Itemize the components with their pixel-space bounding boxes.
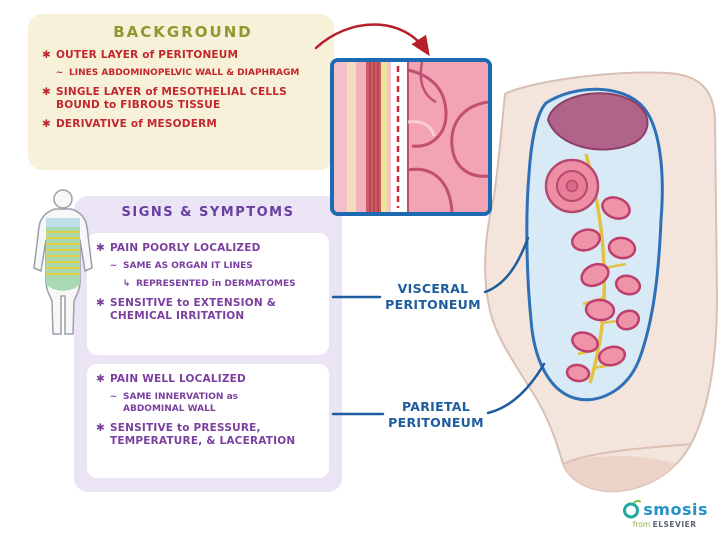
osmosis-logo: smosis from ELSEVIER [621,499,708,529]
tagline-elsevier: ELSEVIER [652,520,697,529]
tilde-bullet: ~ [109,261,118,272]
item-text: LINES ABDOMINOPELVIC WALL & DIAPHRAGM [69,68,300,79]
fat-layer [347,62,356,212]
tilde-bullet: ~ [55,68,64,79]
dermatome-body-figure [33,189,93,335]
background-title: BACKGROUND [113,23,253,41]
parietal-subitem-innervation: ~ SAME INNERVATION as ABDOMINAL WALL [109,392,321,415]
item-text: SENSITIVE to PRESSURE, [110,421,261,434]
tagline-from: from [632,520,651,529]
intestine-closeup [407,62,488,212]
visceral-peritoneum-label: VISCERAL PERITONEUM [381,281,485,312]
asterisk-bullet: ✱ [96,296,105,309]
item-text: REPRESENTED in DERMATOMES [136,278,296,289]
osmosis-o-icon [623,499,642,519]
fascia-layer [356,62,366,212]
item-text: CHEMICAL IRRITATION [110,309,245,322]
parietal-item-sensitive: ✱ SENSITIVE to PRESSURE, TEMPERATURE, & … [96,422,321,448]
upper-organ [546,92,649,151]
visceral-symptoms-box: ✱ PAIN POORLY LOCALIZED ~ SAME AS ORGAN … [87,233,329,355]
item-text: PAIN WELL LOCALIZED [110,373,246,385]
visceral-item-pain: ✱ PAIN POORLY LOCALIZED [96,242,321,255]
asterisk-bullet: ✱ [42,49,51,61]
signs-symptoms-title: SIGNS & SYMPTOMS [121,205,295,220]
label-line: PERITONEUM [388,414,484,430]
logo-wordmark: smosis [643,499,708,519]
asterisk-bullet: ✱ [42,118,51,131]
item-text: OUTER LAYER of PERITONEUM [56,49,239,61]
visceral-subitem-dermatomes: ↳ REPRESENTED in DERMATOMES [122,279,321,291]
item-text: SAME AS ORGAN IT LINES [123,261,253,272]
background-panel: BACKGROUND ✱ OUTER LAYER of PERITONEUM ~… [28,14,334,170]
background-item-outer-layer: ✱ OUTER LAYER of PERITONEUM [42,49,324,62]
asterisk-bullet: ✱ [42,85,51,98]
label-line: PARIETAL [401,399,471,414]
background-subitem-lines-wall: ~ LINES ABDOMINOPELVIC WALL & DIAPHRAGM [55,68,324,80]
item-text: TEMPERATURE, & LACERATION [110,434,296,447]
parietal-item-pain: ✱ PAIN WELL LOCALIZED [96,373,321,386]
skin-layer [334,62,347,212]
background-item-derivative: ✱ DERIVATIVE of MESODERM [42,118,324,131]
bowel-coil [544,158,600,214]
arrow-bullet: ↳ [122,278,131,289]
background-item-single-layer: ✱ SINGLE LAYER of MESOTHELIAL CELLS BOUN… [42,86,324,112]
item-text: DERIVATIVE of MESODERM [56,118,217,131]
label-line: VISCERAL [397,281,469,296]
visceral-item-sensitive: ✱ SENSITIVE to EXTENSION & CHEMICAL IRRI… [96,297,321,323]
item-text: BOUND to FIBROUS TISSUE [56,98,221,111]
peritoneum-closeup-inset [330,58,492,216]
logo-tagline: from ELSEVIER [621,520,708,529]
signs-symptoms-panel: SIGNS & SYMPTOMS ✱ PAIN POORLY LOCALIZED… [74,196,342,492]
visceral-subitem-organ: ~ SAME AS ORGAN IT LINES [109,261,321,273]
intestine-loops [565,196,642,383]
item-text: SENSITIVE to EXTENSION & [110,296,277,309]
item-text: SINGLE LAYER of MESOTHELIAL CELLS [56,85,287,98]
parietal-peritoneum-label: PARIETAL PERITONEUM [384,399,488,430]
asterisk-bullet: ✱ [96,421,105,434]
tilde-bullet: ~ [109,392,118,403]
parietal-symptoms-box: ✱ PAIN WELL LOCALIZED ~ SAME INNERVATION… [87,364,329,478]
item-text: ABDOMINAL WALL [123,403,216,414]
torso-peritoneum-illustration [484,71,719,493]
label-line: PERITONEUM [385,296,481,312]
item-text: PAIN POORLY LOCALIZED [110,242,261,254]
item-text: SAME INNERVATION as [123,392,239,403]
asterisk-bullet: ✱ [96,373,105,385]
asterisk-bullet: ✱ [96,242,105,254]
tissue-layers-diagram [334,62,488,212]
